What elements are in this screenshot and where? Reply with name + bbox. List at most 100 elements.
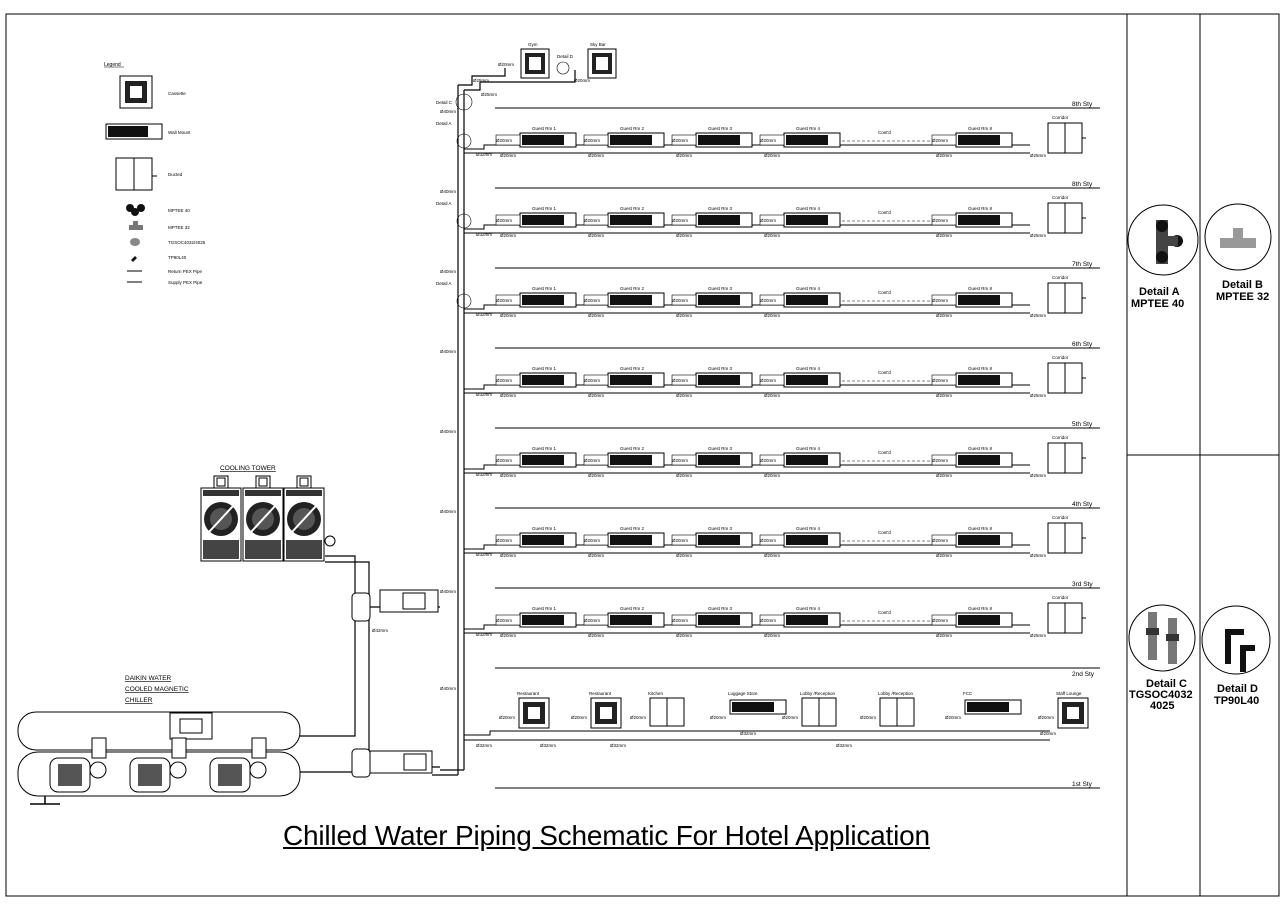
guest-room-label: Guest Rm 3 (708, 526, 733, 531)
pipe-size-label: Ø32mm (476, 392, 492, 397)
detail-c-circle (1128, 604, 1196, 672)
pipe-size-label: Ø20mm (584, 298, 600, 303)
detail-name: Detail B (1222, 279, 1263, 291)
pipe-size-label: Ø20mm (499, 715, 515, 720)
detail-marker (556, 61, 570, 75)
detail-part: TP90L40 (1214, 695, 1259, 707)
pipe-size-label: Ø20mm (672, 298, 688, 303)
guest-room-label: Guest Rm 2 (620, 446, 645, 451)
pipe-size-label: Ø20mm (676, 473, 692, 478)
pipe-size-label: Ø20mm (630, 715, 646, 720)
chiller-label: COOLED MAGNETIC (125, 686, 189, 693)
pipe-size-label: Ø42mm (372, 628, 388, 633)
guest-room-label: Guest Rm 1 (532, 446, 557, 451)
pipe-size-label: Ø20mm (764, 313, 780, 318)
pipe-size-label: Ø25mm (481, 92, 497, 97)
pipe-size-label: Ø20mm (672, 458, 688, 463)
guest-room-label: Guest Rm 2 (620, 126, 645, 131)
mptee32-icon (129, 221, 143, 230)
ground-branch: Ø40mmRestaurantØ20mmRestaurantØ20mmKitch… (440, 686, 1089, 748)
pipe-size-label: Ø32mm (476, 472, 492, 477)
guest-room-label: Guest Rm 4 (796, 206, 821, 211)
pipe-size-label: Ø20mm (932, 378, 948, 383)
cooling-tower-cell (200, 475, 242, 562)
detail-tag: Detail A (436, 201, 452, 206)
guest-room-label: Guest Rm 3 (708, 126, 733, 131)
pipe-size-label: Ø20mm (936, 393, 952, 398)
mptee40-icon (126, 204, 145, 216)
pipe-size-label: Ø20mm (932, 618, 948, 623)
pipe-size-label: Ø20mm (496, 298, 512, 303)
mptee32-icon (1220, 228, 1256, 248)
pipe-size-label: Ø32mm (476, 552, 492, 557)
tp90l40-icon (131, 256, 137, 262)
corridor-label: Corridor (1052, 435, 1069, 440)
pipe-size-label: Ø20mm (500, 393, 516, 398)
riser-size-label: Ø40mm (440, 429, 456, 434)
pipe-size-label: Ø20mm (588, 313, 604, 318)
pipe-size-label: Ø20mm (760, 138, 776, 143)
pipe-size-label: Ø20mm (710, 715, 726, 720)
pipe-size-label: Ø25mm (1030, 553, 1046, 558)
pipe-size-label: Ø20mm (500, 233, 516, 238)
pipe-size-label: Ø20mm (584, 538, 600, 543)
detail-tag: Detail D (557, 54, 574, 59)
guest-room-label: Guest Rm 4 (796, 126, 821, 131)
pipe-size-label: Ø20mm (676, 393, 692, 398)
detail-marker (456, 213, 472, 229)
pipe-size-label: Ø20mm (588, 153, 604, 158)
legend-item: Supply PEX Pipe (168, 280, 203, 285)
corridor-label: Corridor (1052, 195, 1069, 200)
cooling-tower-label: COOLING TOWER (220, 465, 276, 472)
cooling-tower: COOLING TOWER (200, 465, 336, 562)
continued-label: Cont'd (878, 370, 891, 375)
floor-label: 8th Sty (1072, 181, 1093, 188)
pipe-size-label: Ø20mm (588, 553, 604, 558)
top-units: Gym Sky Bar Detail D Ø20mm Ø25mm Ø25mm Ø… (436, 42, 617, 111)
pipe-size-label: Ø32mm (740, 731, 756, 736)
guest-room-label: Guest Rm 1 (532, 206, 557, 211)
pipe-size-label: Ø20mm (676, 553, 692, 558)
guest-room-label: Guest Rm 8 (968, 206, 993, 211)
pipe-size-label: Ø20mm (496, 138, 512, 143)
pipe-size-label: Ø20mm (936, 313, 952, 318)
pipe-size-label: Ø20mm (496, 218, 512, 223)
pipe-size-label: Ø20mm (932, 538, 948, 543)
guest-room-label: Guest Rm 2 (620, 366, 645, 371)
guest-room-label: Guest Rm 4 (796, 526, 821, 531)
pipe-size-label: Ø20mm (676, 313, 692, 318)
pipe-size-label: Ø20mm (936, 233, 952, 238)
legend-item: TP90L40 (168, 255, 187, 260)
detail-marker (455, 93, 473, 111)
legend: Legend Cassette Wall Mount Ducted MPTEE … (104, 62, 206, 285)
ground-room-label: Restaurant (517, 691, 540, 696)
pipe-size-label: Ø20mm (588, 633, 604, 638)
riser-size-label: Ø40mm (440, 686, 456, 691)
guest-room-label: Guest Rm 8 (968, 366, 993, 371)
pipe-size-label: Ø20mm (764, 233, 780, 238)
pipe-size-label: Ø20mm (496, 458, 512, 463)
detail-tag: Detail A (436, 121, 452, 126)
pipe-size-label: Ø20mm (936, 633, 952, 638)
pipe-size-label: Ø20mm (496, 538, 512, 543)
